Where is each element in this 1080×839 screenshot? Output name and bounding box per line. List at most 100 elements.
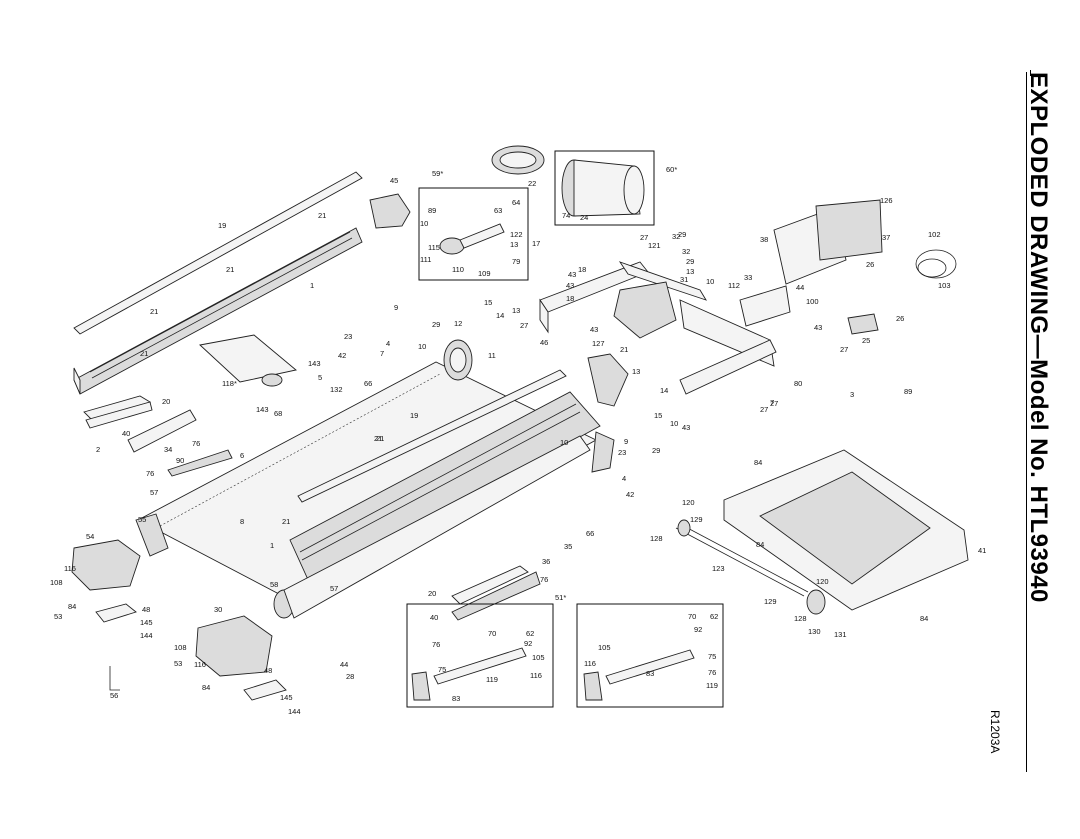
callout-127: 127 [592,339,605,348]
flywheel-detail-box-59 [418,187,529,281]
callout-30: 30 [214,605,222,614]
callout-1: 1 [270,541,274,550]
detail-box-51-left [406,603,554,708]
callout-27: 27 [520,321,528,330]
incline-shaft-123 [675,519,826,615]
callout-92: 92 [694,625,702,634]
callout-23: 23 [344,332,352,341]
callout-110: 110 [452,265,464,274]
callout-8: 8 [240,517,244,526]
callout-84: 84 [754,458,762,467]
callout-80: 80 [794,379,802,388]
callout-26: 26 [896,314,904,323]
endcap-bracket-12 [591,431,615,473]
callout-29: 29 [432,320,440,329]
callout-57: 57 [150,488,158,497]
drawing-title: EXPLODED DRAWING—Model No. HTL93940 [1025,72,1052,603]
callout-26: 26 [866,260,874,269]
callout-108: 108 [174,643,187,652]
callout-21: 21 [318,211,326,220]
callout-6: 6 [240,451,244,460]
callout-76: 76 [432,640,440,649]
label-118 [199,334,297,387]
callout-120: 120 [682,498,695,507]
callout-18: 18 [578,265,586,274]
callout-2: 2 [96,445,100,454]
callout-4: 4 [386,339,390,348]
callout-22: 22 [528,179,536,188]
title-block: EXPLODED DRAWING—Model No. HTL93940 [1012,72,1052,772]
callout-7: 7 [380,349,384,358]
callout-32: 32 [682,247,690,256]
callout-116: 116 [194,660,206,669]
callout-21: 21 [140,349,148,358]
rear-foot-54 [71,539,141,591]
foot-pad-48-right [243,679,287,701]
callout-3: 3 [850,390,854,399]
callout-13: 13 [686,267,694,276]
callout-123: 123 [712,564,725,573]
reference-code: R1203A [988,710,1002,754]
callout-41: 41 [978,546,986,555]
callout-103: 103 [938,281,951,290]
callout-53: 53 [174,659,182,668]
motor-belt-22 [491,145,545,175]
callout-56: 56 [110,691,118,700]
callout-111: 111 [420,255,431,264]
detail-box-51-right [576,603,724,708]
callout-27: 27 [640,233,648,242]
callout-9: 9 [624,437,628,446]
callout-116: 116 [584,659,596,668]
callout-36: 36 [542,557,550,566]
callout-145: 145 [280,693,293,702]
callout-83: 83 [646,669,654,678]
foot-pad-48-left [95,603,137,623]
callout-115: 115 [428,243,440,252]
callout-89: 89 [428,206,436,215]
callout-130: 130 [808,627,821,636]
callout-17: 17 [532,239,540,248]
callout-63: 63 [494,206,502,215]
callout-13: 13 [632,367,640,376]
pulley-11 [443,339,473,381]
left-side-rail-19 [73,171,363,395]
callout-1: 1 [310,281,314,290]
callout-27: 27 [760,405,768,414]
callout-84: 84 [920,614,928,623]
callout-20: 20 [428,589,436,598]
callout-119: 119 [706,681,718,690]
callout-66: 66 [364,379,372,388]
right-side-rail-19 [289,369,601,585]
callout-23: 23 [618,448,626,457]
callout-13: 13 [512,306,520,315]
callout-31: 31 [680,275,688,284]
callout-143: 143 [256,405,269,414]
callout-44: 44 [340,660,348,669]
callout-119: 119 [486,675,498,684]
bracket-33 [739,285,791,327]
callout-122: 122 [510,230,523,239]
callout-42: 42 [338,351,346,360]
callout-129: 129 [690,515,703,524]
wire-harness-102 [915,249,957,279]
callout-40: 40 [430,613,438,622]
callout-51star: 51* [555,593,566,602]
callout-43: 43 [568,270,576,279]
callout-84: 84 [756,540,764,549]
callout-55: 55 [138,515,146,524]
callout-33: 33 [744,273,752,282]
callout-60star: 60* [666,165,677,174]
callout-121: 121 [648,241,661,250]
callout-145: 145 [140,618,153,627]
controller-board-37 [815,199,883,261]
callout-53: 53 [54,612,62,621]
callout-128: 128 [794,614,807,623]
callout-59star: 59* [432,169,443,178]
callout-9: 9 [394,303,398,312]
callout-144: 144 [288,707,301,716]
callout-14: 14 [496,311,504,320]
callout-76: 76 [708,668,716,677]
callout-68: 68 [274,409,282,418]
callout-83: 83 [452,694,460,703]
callout-45: 45 [390,176,398,185]
